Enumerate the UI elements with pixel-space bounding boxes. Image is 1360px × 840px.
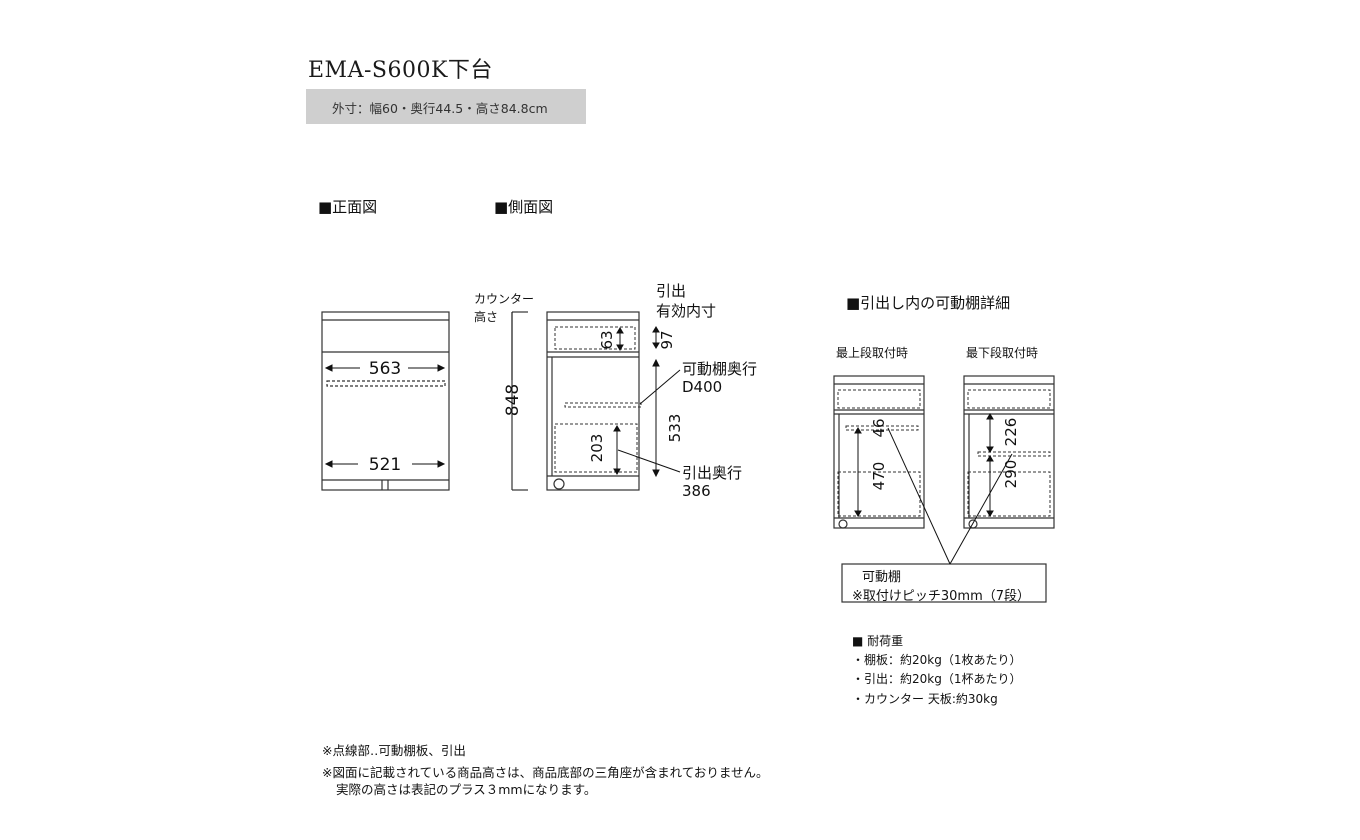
- detail-drawings: 46 470 226 290: [833, 375, 1055, 603]
- front-width-top: 563: [369, 359, 401, 379]
- detail-top-dim-2: 470: [870, 462, 888, 491]
- detail-top-label: 最上段取付時: [836, 346, 909, 360]
- front-view-drawing: 563 521: [321, 311, 450, 491]
- shelf-depth-label-1: 可動棚奥行: [682, 360, 758, 378]
- lower-drawer-dashed: [554, 423, 638, 473]
- page-title: EMA-S600K下台: [308, 58, 493, 83]
- footnote: 実際の高さは表記のプラス３mmになります。: [336, 782, 597, 797]
- drawer-depth-label-2: 386: [682, 482, 711, 500]
- side-view-heading: ■側面図: [494, 198, 554, 216]
- front-view-heading: ■正面図: [318, 198, 378, 216]
- callout-title: 可動棚: [862, 570, 902, 585]
- counter-height-label-2: 高さ: [474, 310, 499, 324]
- detail-bottom-dim-2: 290: [1002, 460, 1020, 489]
- load-item: ・引出：約20kg（1杯あたり）: [852, 672, 1022, 686]
- front-outline: [321, 311, 450, 491]
- drawer-inner-label-2: 有効内寸: [656, 302, 717, 320]
- detail-top-outline: [833, 375, 925, 529]
- height-533-value: 533: [666, 414, 684, 443]
- side-view-drawing: 848 63 97 533 203: [503, 311, 684, 491]
- drawer-dashed: [554, 326, 636, 350]
- shelf-dashed: [564, 402, 642, 408]
- side-foot: [553, 478, 565, 490]
- detail-bottom-outline: [963, 375, 1055, 529]
- drawer-inner-label-1: 引出: [656, 282, 687, 300]
- front-shelf-dashed: [326, 380, 446, 387]
- height-203-value: 203: [588, 434, 606, 463]
- load-heading: ■ 耐荷重: [852, 634, 904, 648]
- detail-bottom-label: 最下段取付時: [966, 346, 1039, 360]
- spec-bar: [306, 89, 586, 124]
- load-item: ・カウンター 天板:約30kg: [852, 692, 998, 706]
- footnote: ※図面に記載されている商品高さは、商品底部の三角座が含まれておりません。: [322, 765, 769, 780]
- detail-bottom-dim-1: 226: [1002, 418, 1020, 447]
- drawer-inner-value-1: 63: [598, 330, 616, 349]
- callout-note: ※取付けピッチ30mm（7段）: [852, 589, 1031, 604]
- side-outline: [546, 311, 640, 491]
- spec-dimensions: 外寸：幅60・奥行44.5・高さ84.8cm: [332, 101, 548, 116]
- detail-top-dim-1: 46: [870, 418, 888, 437]
- counter-height-value: 848: [503, 384, 523, 416]
- drawer-inner-value-2: 97: [658, 330, 676, 349]
- callout-box: [841, 563, 1047, 603]
- detail-heading: ■引出し内の可動棚詳細: [846, 294, 1011, 312]
- front-width-bottom: 521: [369, 455, 401, 475]
- footnote: ※点線部‥可動棚板、引出: [322, 743, 466, 758]
- shelf-depth-label-2: D400: [682, 378, 723, 396]
- counter-height-label-1: カウンター: [474, 292, 535, 306]
- load-item: ・棚板：約20kg（1枚あたり）: [852, 653, 1022, 667]
- drawer-depth-label-1: 引出奥行: [682, 464, 743, 482]
